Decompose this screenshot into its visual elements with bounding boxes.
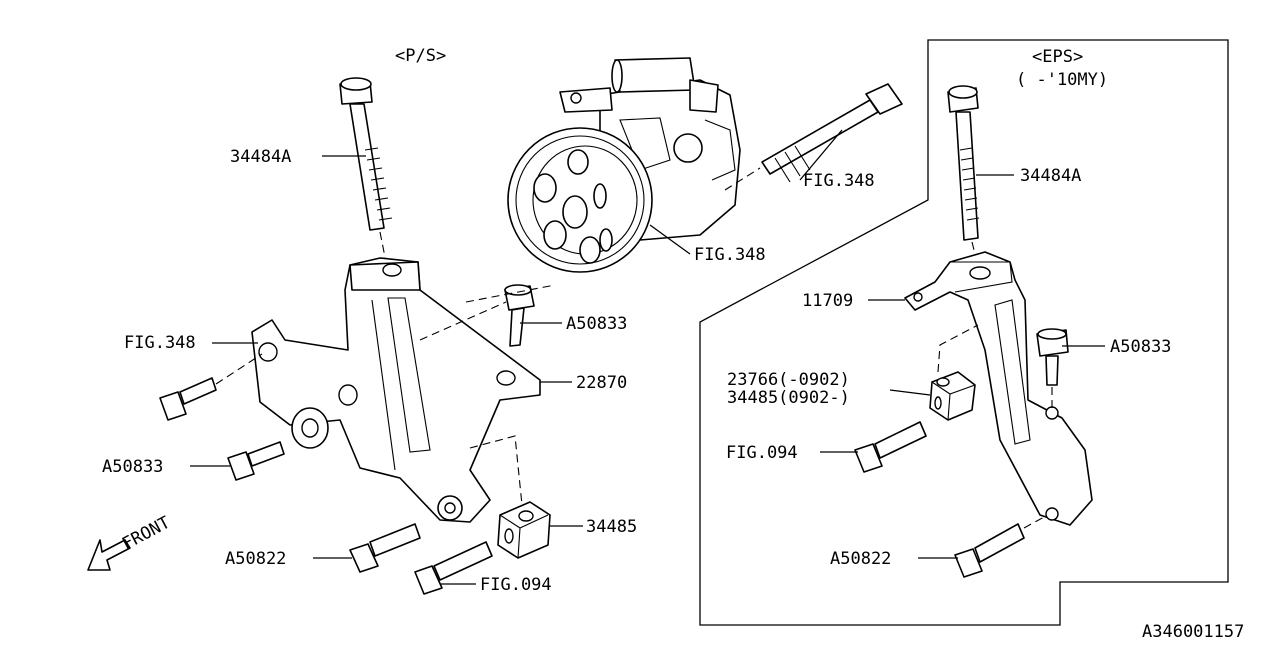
label-22870: 22870 xyxy=(576,373,627,393)
bolt-a50833-lower-left xyxy=(227,441,285,481)
label-fig348-pivot-bolt: FIG.348 xyxy=(803,171,875,191)
front-arrow xyxy=(87,539,131,571)
bolt-fig348-left xyxy=(159,377,217,421)
bolt-34484a-left xyxy=(339,77,393,231)
label-a50822-left: A50822 xyxy=(225,549,286,569)
label-34485-right: 34485(0902-) xyxy=(727,388,850,408)
eps-section-label: <EPS> xyxy=(1032,47,1083,67)
spacer-23766-34485-right xyxy=(929,371,976,421)
label-23766: 23766(-0902) xyxy=(727,370,850,390)
eps-section-border xyxy=(699,39,1229,626)
diagram-id: A346001157 xyxy=(1142,622,1244,640)
label-fig348-left: FIG.348 xyxy=(124,333,196,353)
label-34484a-left: 34484A xyxy=(230,147,291,167)
label-34484a-right: 34484A xyxy=(1020,166,1081,186)
label-a50833-lower-left: A50833 xyxy=(102,457,163,477)
label-a50833-right: A50833 xyxy=(1110,337,1171,357)
eps-section-sublabel: ( -'10MY) xyxy=(1016,70,1108,90)
power-steering-pump xyxy=(507,57,741,273)
spacer-34485-left xyxy=(497,501,551,559)
bracket-11709 xyxy=(904,251,1093,526)
label-fig348-pump: FIG.348 xyxy=(694,245,766,265)
label-34485-left: 34485 xyxy=(586,517,637,537)
bolt-a50822-right xyxy=(954,523,1025,578)
bolt-fig094-right xyxy=(854,421,927,473)
label-a50822-right: A50822 xyxy=(830,549,891,569)
bolt-34484a-right xyxy=(947,85,980,241)
ps-section-label: <P/S> xyxy=(395,46,446,66)
bolt-a50833-right xyxy=(1036,328,1069,386)
label-11709: 11709 xyxy=(802,291,853,311)
label-fig094-right: FIG.094 xyxy=(726,443,798,463)
leader-lines xyxy=(190,129,1105,585)
label-a50833-upper-left: A50833 xyxy=(566,314,627,334)
bolt-fig094-left xyxy=(414,541,493,595)
front-label: FRONT xyxy=(119,513,174,555)
bracket-22870 xyxy=(251,257,541,523)
pump-pivot-bolt xyxy=(761,83,903,183)
label-fig094-left: FIG.094 xyxy=(480,575,552,595)
bolt-a50822-left xyxy=(349,523,421,573)
